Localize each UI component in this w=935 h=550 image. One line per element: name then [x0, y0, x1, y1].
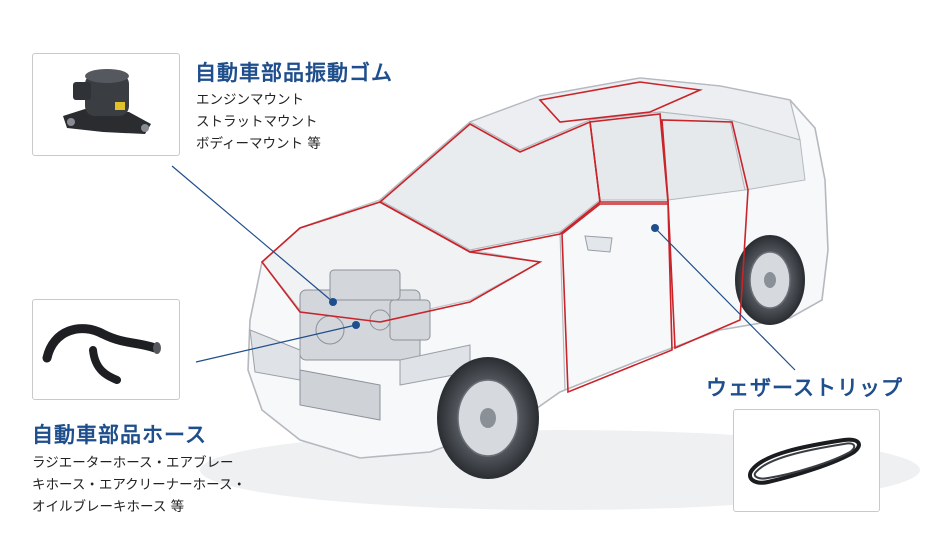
weather-point-marker	[651, 224, 659, 232]
rear-wheel	[735, 235, 805, 325]
hose-point-marker	[352, 321, 360, 329]
weather-title: ウェザーストリップ	[706, 376, 903, 400]
hose-item: キホース・エアクリーナーホース・	[32, 477, 246, 493]
engine-mount-icon	[63, 69, 151, 134]
weather-strip-icon	[748, 437, 861, 485]
hose-item: ラジエーターホース・エアブレー	[32, 455, 234, 471]
front-wheel	[437, 357, 539, 479]
hose-title: 自動車部品ホース	[32, 423, 207, 447]
rubber-item: ストラットマウント	[196, 114, 318, 130]
hose-item-list: ラジエーターホース・エアブレー キホース・エアクリーナーホース・ オイルブレーキ…	[32, 452, 246, 518]
hose-leader-line	[195, 324, 357, 363]
rubber-point-marker	[329, 298, 337, 306]
rubber-leader-line	[171, 165, 334, 303]
weather-leader-line	[654, 227, 796, 371]
weather-strip-seal-outline	[260, 81, 749, 394]
hose-thumbnail	[32, 299, 180, 400]
rubber-item-list: エンジンマウント ストラットマウント ボディーマウント 等	[196, 89, 321, 155]
hose-item: オイルブレーキホース 等	[32, 499, 185, 515]
rubber-item: エンジンマウント	[196, 92, 304, 108]
rubber-hose-icon	[42, 324, 161, 384]
rubber-item: ボディーマウント 等	[196, 136, 321, 152]
weather-thumbnail	[733, 409, 880, 512]
rubber-title: 自動車部品振動ゴム	[195, 61, 393, 85]
rubber-thumbnail	[32, 53, 180, 156]
